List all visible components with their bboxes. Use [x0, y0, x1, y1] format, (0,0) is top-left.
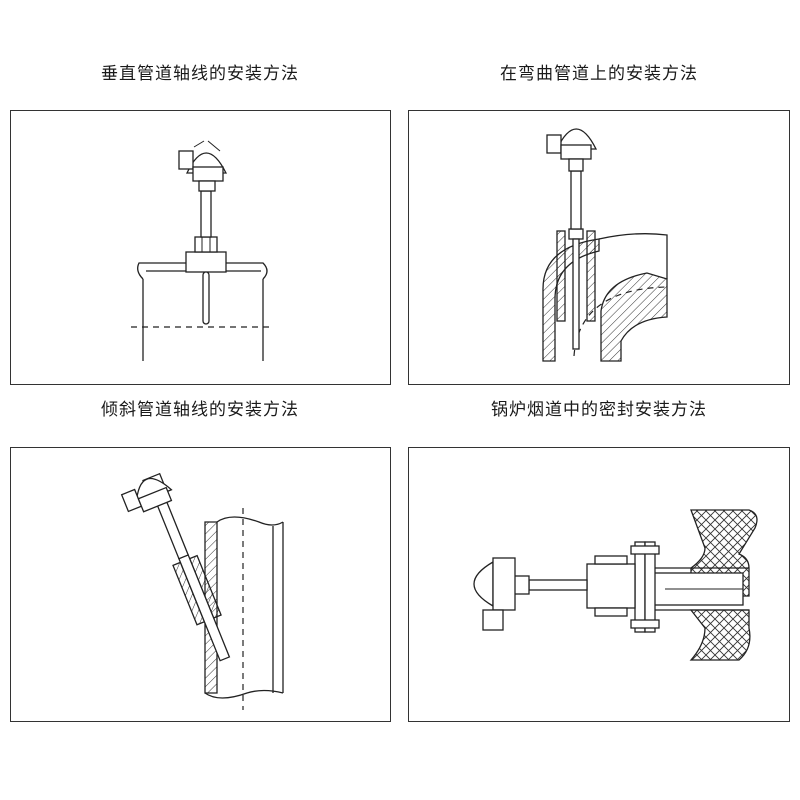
flue-wall-lower	[689, 609, 751, 661]
probe-stem	[528, 579, 588, 591]
probe-tip	[202, 271, 210, 325]
diagram-panel-inclined	[10, 447, 391, 722]
flange-bolt-bottom	[630, 619, 660, 629]
weld-boss	[185, 251, 227, 273]
thermowell-left	[556, 230, 566, 322]
cable-gland	[482, 609, 504, 631]
panel-title-vertical: 垂直管道轴线的安装方法	[101, 64, 299, 84]
bend-install-drawing	[542, 128, 668, 362]
vertical-install-drawing	[131, 140, 271, 361]
pipe-top-right	[226, 262, 268, 280]
probe-stem	[200, 190, 212, 238]
junction-head-cap	[473, 560, 494, 608]
panel-title-inclined: 倾斜管道轴线的安装方法	[101, 400, 299, 420]
flue-sleeve	[641, 567, 749, 611]
junction-body	[192, 166, 224, 182]
inclined-install-drawing	[120, 472, 284, 710]
thermowell-right	[586, 230, 596, 322]
head-neck	[568, 158, 584, 172]
mounting-fitting	[586, 563, 636, 609]
diagram-panel-vertical	[10, 110, 391, 385]
hex-nut	[194, 236, 218, 253]
junction-body	[137, 486, 173, 513]
diagram-panel-boiler-flue	[408, 447, 790, 722]
head-neck	[198, 180, 216, 192]
boiler-flue-drawing	[473, 509, 758, 661]
diagram-panel-bend	[408, 110, 790, 385]
probe-stem	[570, 170, 582, 230]
elbow-outer-wall	[600, 272, 668, 362]
panel-title-bend: 在弯曲管道上的安装方法	[500, 64, 698, 84]
cable-gland	[546, 134, 562, 154]
cable-gland	[120, 488, 143, 513]
flange-plate-left	[634, 541, 646, 633]
pipe-top-edge	[216, 516, 284, 526]
panel-title-boiler-flue: 锅炉烟道中的密封安装方法	[491, 400, 707, 420]
flange-bolt-top	[630, 545, 660, 555]
flange-plate-right	[644, 541, 656, 633]
junction-body	[492, 557, 516, 611]
cable-gland	[178, 150, 194, 170]
elbow-top	[598, 233, 668, 279]
probe-insert	[572, 238, 580, 350]
junction-body	[560, 144, 592, 160]
pipe-bottom-edge	[204, 689, 284, 699]
probe-insert	[178, 554, 231, 662]
pipe-top-left	[137, 262, 186, 280]
